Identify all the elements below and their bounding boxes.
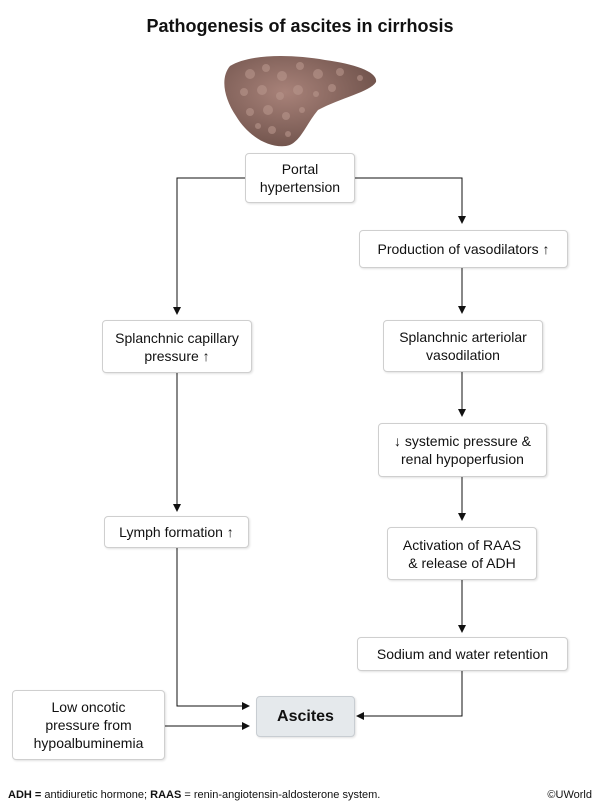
node-systemic-pressure: ↓ systemic pressure & renal hypoperfusio… [378, 423, 547, 477]
arrow-portal-to-capillary [173, 177, 245, 315]
liver-illustration [224, 56, 377, 147]
abbr-adh: ADH = [8, 789, 42, 801]
copyright-label: ©UWorld [547, 789, 592, 801]
node-ascites: Ascites [256, 696, 355, 737]
abbr-raas: RAAS [150, 789, 182, 801]
node-portal-hypertension: Portal hypertension [245, 153, 355, 203]
node-vasodilators: Production of vasodilators ↑ [359, 230, 568, 268]
node-splanchnic-capillary-pressure: Splanchnic capillary pressure ↑ [102, 320, 252, 373]
diagram-title: Pathogenesis of ascites in cirrhosis [146, 16, 454, 36]
abbr-raas-def: = renin-angiotensin-aldosterone system. [181, 789, 381, 801]
abbreviations-footnote: ADH = antidiuretic hormone; RAAS = renin… [8, 789, 380, 801]
abbr-adh-def: antidiuretic hormone; [41, 789, 151, 801]
node-activation-raas: Activation of RAAS & release of ADH [387, 527, 537, 580]
node-low-oncotic-pressure: Low oncotic pressure from hypoalbuminemi… [12, 690, 165, 760]
arrow-lymph-to-ascites [176, 548, 250, 710]
arrow-portal-to-vasodilators [355, 177, 466, 224]
arrow-sodium-to-ascites [356, 671, 463, 720]
node-lymph-formation: Lymph formation ↑ [104, 516, 249, 548]
node-splanchnic-arteriolar-vasodilation: Splanchnic arteriolar vasodilation [383, 320, 543, 372]
node-sodium-water-retention: Sodium and water retention [357, 637, 568, 671]
